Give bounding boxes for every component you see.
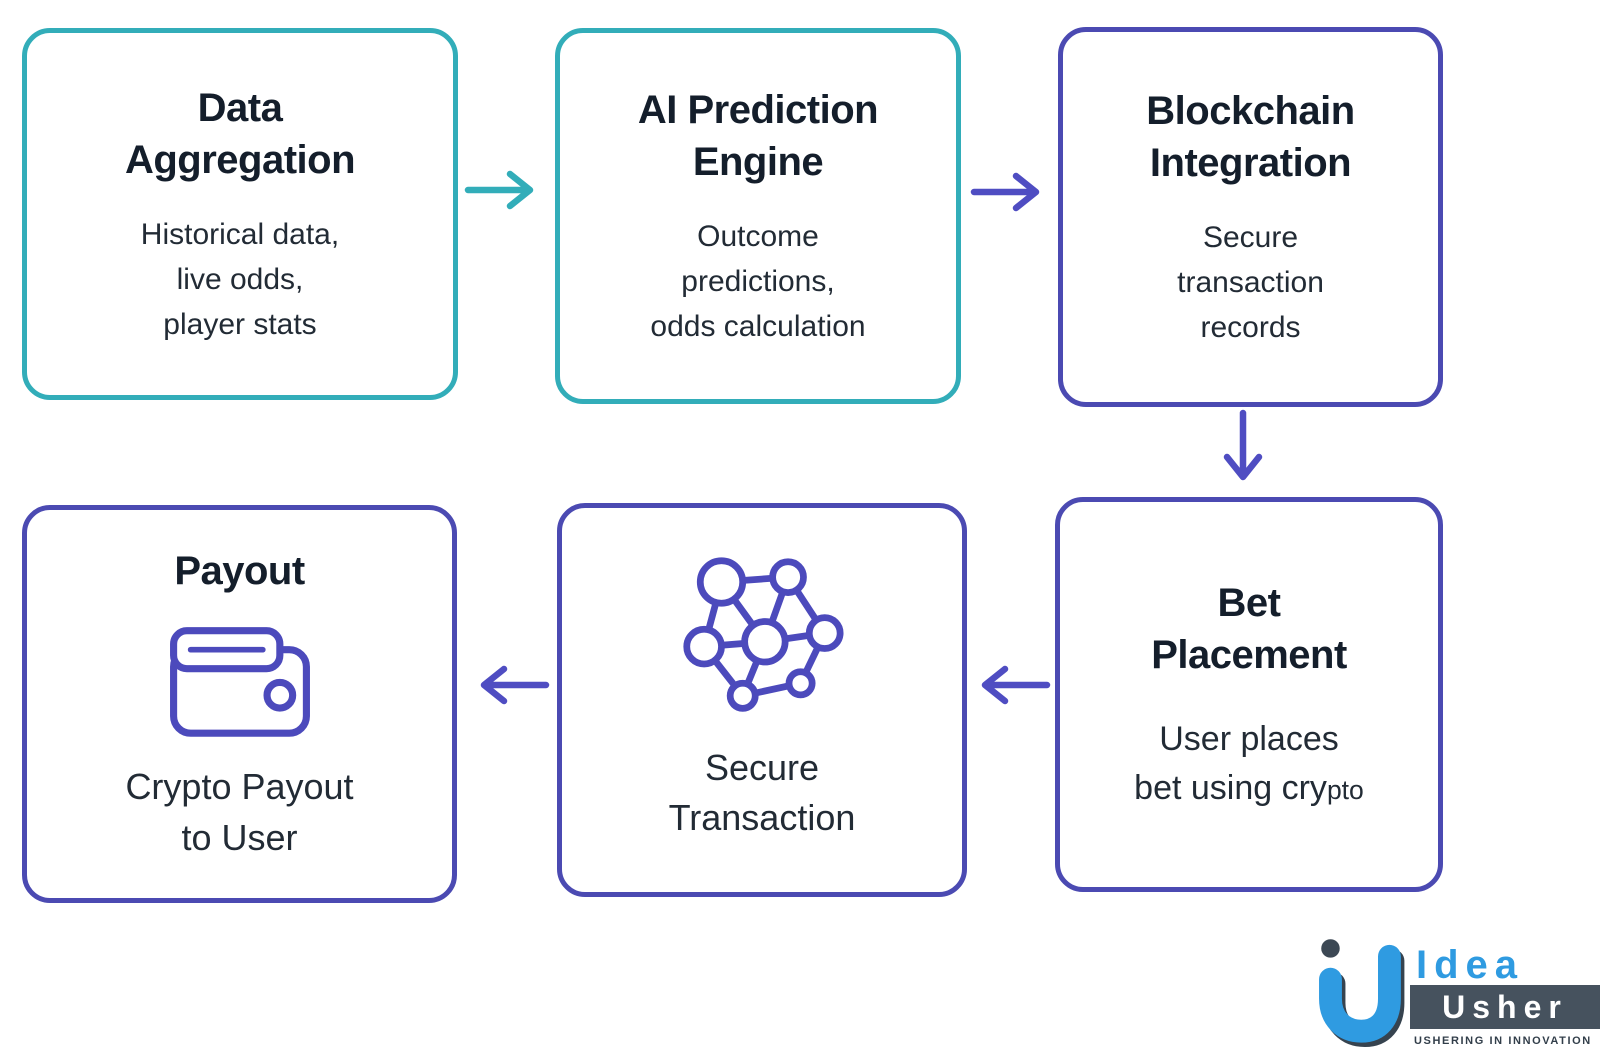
logo-brand-usher: Usher	[1442, 988, 1568, 1025]
box-title: Blockchain Integration	[1146, 88, 1355, 185]
logo-brand-usher-box: Usher	[1410, 985, 1600, 1029]
idea-usher-logo: Idea Usher USHERING IN INNOVATION	[1298, 915, 1600, 1051]
network-icon	[683, 556, 844, 712]
box-payout: Payout Crypto Payout to User	[22, 505, 457, 903]
box-body: User places bet using crypto	[1134, 715, 1364, 812]
box-title: Payout	[174, 549, 305, 594]
box-title: AI Prediction Engine	[637, 87, 879, 184]
logo-mark-icon	[1319, 939, 1405, 1047]
box-secure-transaction: Secure Transaction	[557, 503, 967, 897]
logo-tagline: USHERING IN INNOVATION	[1414, 1035, 1592, 1047]
arrow-left-icon	[480, 665, 550, 705]
logo-brand-idea: Idea	[1416, 943, 1525, 987]
box-body: Historical data, live odds, player stats	[140, 217, 340, 341]
box-label: Secure Transaction	[668, 746, 856, 838]
box-body-suffix: pto	[1326, 774, 1364, 805]
box-blockchain-integration: Blockchain Integration Secure transactio…	[1058, 27, 1443, 407]
box-data-aggregation: Data Aggregation Historical data, live o…	[22, 28, 458, 400]
box-title: Data Aggregation	[124, 85, 356, 182]
box-title: Bet Placement	[1151, 581, 1347, 678]
arrow-down-icon	[1223, 409, 1263, 481]
arrow-right-icon	[464, 170, 534, 210]
box-body: Crypto Payout to User	[125, 766, 354, 858]
box-body: Secure transaction records	[1177, 220, 1324, 344]
arrow-right-icon	[970, 172, 1040, 212]
box-body: Outcome predictions, odds calculation	[650, 219, 866, 343]
box-ai-prediction-engine: AI Prediction Engine Outcome predictions…	[555, 28, 961, 404]
box-bet-placement: Bet Placement User places bet using cryp…	[1055, 497, 1443, 892]
arrow-left-icon	[981, 665, 1051, 705]
wallet-icon	[169, 627, 310, 737]
box-body-text: User places bet using cry	[1134, 720, 1339, 807]
